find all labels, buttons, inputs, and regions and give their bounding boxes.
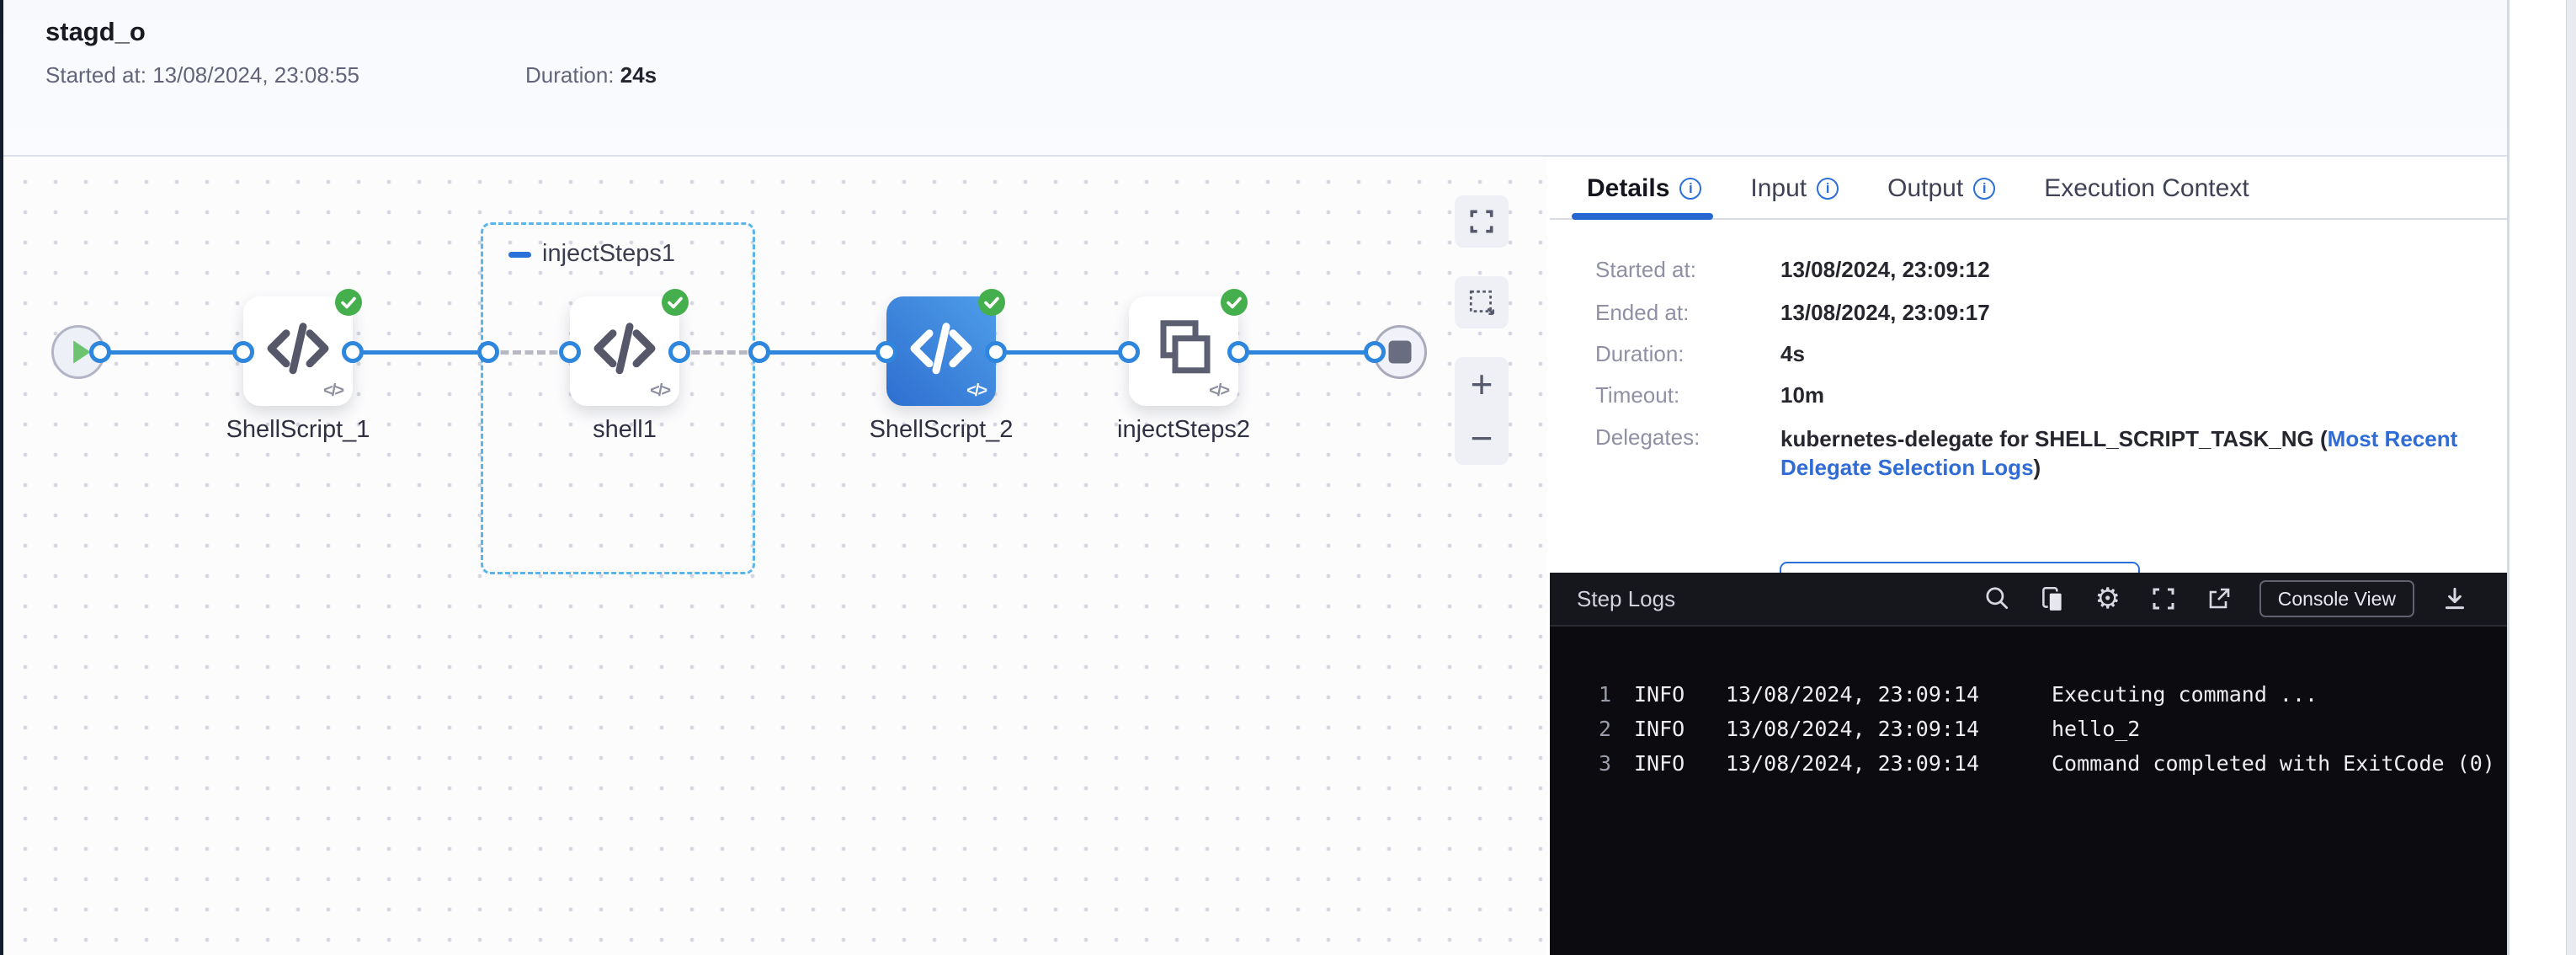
info-icon[interactable]: i [1817,177,1839,200]
step-logs-output[interactable]: 1 INFO 13/08/2024, 23:09:14 Executing co… [1550,628,2507,955]
step-logs-header: Step Logs ⚙ Console View [1550,573,2507,627]
shell-script-icon [267,323,329,375]
step-logs-actions: ⚙ Console View [1982,580,2470,617]
step-type-code-icon: </> [650,381,671,400]
edge-step2-to-injectSteps2 [996,350,1129,355]
canvas-fullscreen-button[interactable] [1455,195,1509,248]
fullscreen-icon [1470,210,1493,233]
pipeline-end-node[interactable] [1373,325,1427,379]
edge-group-to-step2 [759,350,886,355]
step-node-shell1[interactable]: </> [570,289,689,406]
open-logs-new-tab-icon[interactable] [2204,584,2234,614]
expand-logs-fullscreen-icon[interactable] [2148,584,2179,614]
step-label: ShellScript_1 [226,416,370,443]
started-value: 13/08/2024, 23:08:55 [152,62,359,88]
right-gutter [2509,0,2566,955]
port-end-in[interactable] [1364,341,1386,363]
step-type-code-icon: </> [323,381,344,400]
info-icon[interactable]: i [1679,177,1702,200]
tab-input[interactable]: Input i [1750,174,1839,203]
duration-value: 24s [620,62,657,88]
pipeline-canvas[interactable]: injectSteps1 </> [3,158,1547,955]
step-label: shell1 [593,416,657,443]
port-step1-in[interactable] [232,341,254,363]
stop-icon [1388,340,1412,364]
group-label: injectSteps1 [542,240,675,267]
port-injectsteps2-in[interactable] [1118,341,1140,363]
edge-step1-to-group [353,350,488,355]
collapse-group-icon[interactable] [508,252,531,258]
copy-logs-icon[interactable] [2037,584,2068,614]
canvas-zoom-control: + − [1455,357,1509,465]
info-icon[interactable]: i [1973,177,1996,200]
download-logs-icon[interactable] [2440,584,2470,614]
step-type-code-icon: </> [966,381,987,400]
stage-started-at: Started at: 13/08/2024, 23:08:55 [45,62,359,88]
port-step1-out[interactable] [342,341,364,363]
step-logs-title: Step Logs [1577,585,1676,611]
canvas-marquee-select-button[interactable] [1455,276,1509,328]
port-start-out[interactable] [89,341,111,363]
port-shell1-out[interactable] [668,341,690,363]
step-logs-panel: Step Logs ⚙ Console View [1550,573,2507,955]
delegate-selection-logs-link[interactable]: Most Recent Delegate Selection Logs [1780,426,2458,480]
log-settings-gear-icon[interactable]: ⚙ [2094,582,2121,616]
canvas-controls: + − [1455,195,1509,494]
step-type-code-icon: </> [1209,381,1230,400]
copy-steps-icon [1160,320,1211,374]
port-shell1-in[interactable] [559,341,581,363]
success-check-icon [978,289,1005,316]
started-label: Started at: [45,62,146,88]
active-tab-underline [1572,213,1713,220]
console-view-button[interactable]: Console View [2259,580,2414,617]
search-icon[interactable] [1982,584,2012,614]
zoom-in-icon[interactable]: + [1470,362,1493,406]
step-label: injectSteps2 [1117,416,1250,443]
tab-details[interactable]: Details i [1587,174,1702,203]
shell-script-icon [593,323,656,375]
success-check-icon [335,289,362,316]
log-line: 3 INFO 13/08/2024, 23:09:14 Command comp… [1598,751,2495,776]
log-line: 2 INFO 13/08/2024, 23:09:14 hello_2 [1598,717,2141,741]
step-node-shellscript-1[interactable]: </> [243,289,362,406]
shell-script-icon [910,323,972,375]
edge-group-to-shell1 [488,350,570,355]
edge-shell1-to-groupend [679,350,759,355]
stage-duration: Duration: 24s [525,62,657,88]
step-group-injectSteps1[interactable]: injectSteps1 [481,222,755,574]
panel-divider [2507,0,2509,955]
page-scrollbar[interactable] [2566,0,2576,955]
stage-header: stagd_o Started at: 13/08/2024, 23:08:55… [3,0,2507,157]
delegate-name: kubernetes-delegate for SHELL_SCRIPT_TAS… [1780,426,2328,451]
step-node-shellscript-2-selected[interactable]: </> [886,289,1005,406]
edge-injectSteps2-to-end [1238,350,1375,355]
port-step2-out[interactable] [985,341,1007,363]
duration-label: Duration: [525,62,615,88]
stage-title: stagd_o [45,17,146,46]
log-line: 1 INFO 13/08/2024, 23:09:14 Executing co… [1598,682,2318,707]
port-group-in[interactable] [477,341,499,363]
left-nav-rail [0,0,3,955]
play-icon [73,340,91,364]
success-check-icon [662,289,689,316]
port-group-out[interactable] [748,341,770,363]
details-tabbar: Details i Input i Output i Execution Con… [1550,158,2507,220]
zoom-out-icon[interactable]: − [1470,416,1493,460]
port-step2-in[interactable] [876,341,897,363]
step-node-injectsteps2[interactable]: </> [1129,289,1248,406]
edge-start-to-step1 [100,350,243,355]
marquee-select-icon [1469,290,1495,316]
port-injectsteps2-out[interactable] [1227,341,1249,363]
tab-output[interactable]: Output i [1887,174,1996,203]
tab-execution-context[interactable]: Execution Context [2044,173,2249,202]
success-check-icon [1221,289,1248,316]
step-label: ShellScript_2 [869,416,1014,443]
